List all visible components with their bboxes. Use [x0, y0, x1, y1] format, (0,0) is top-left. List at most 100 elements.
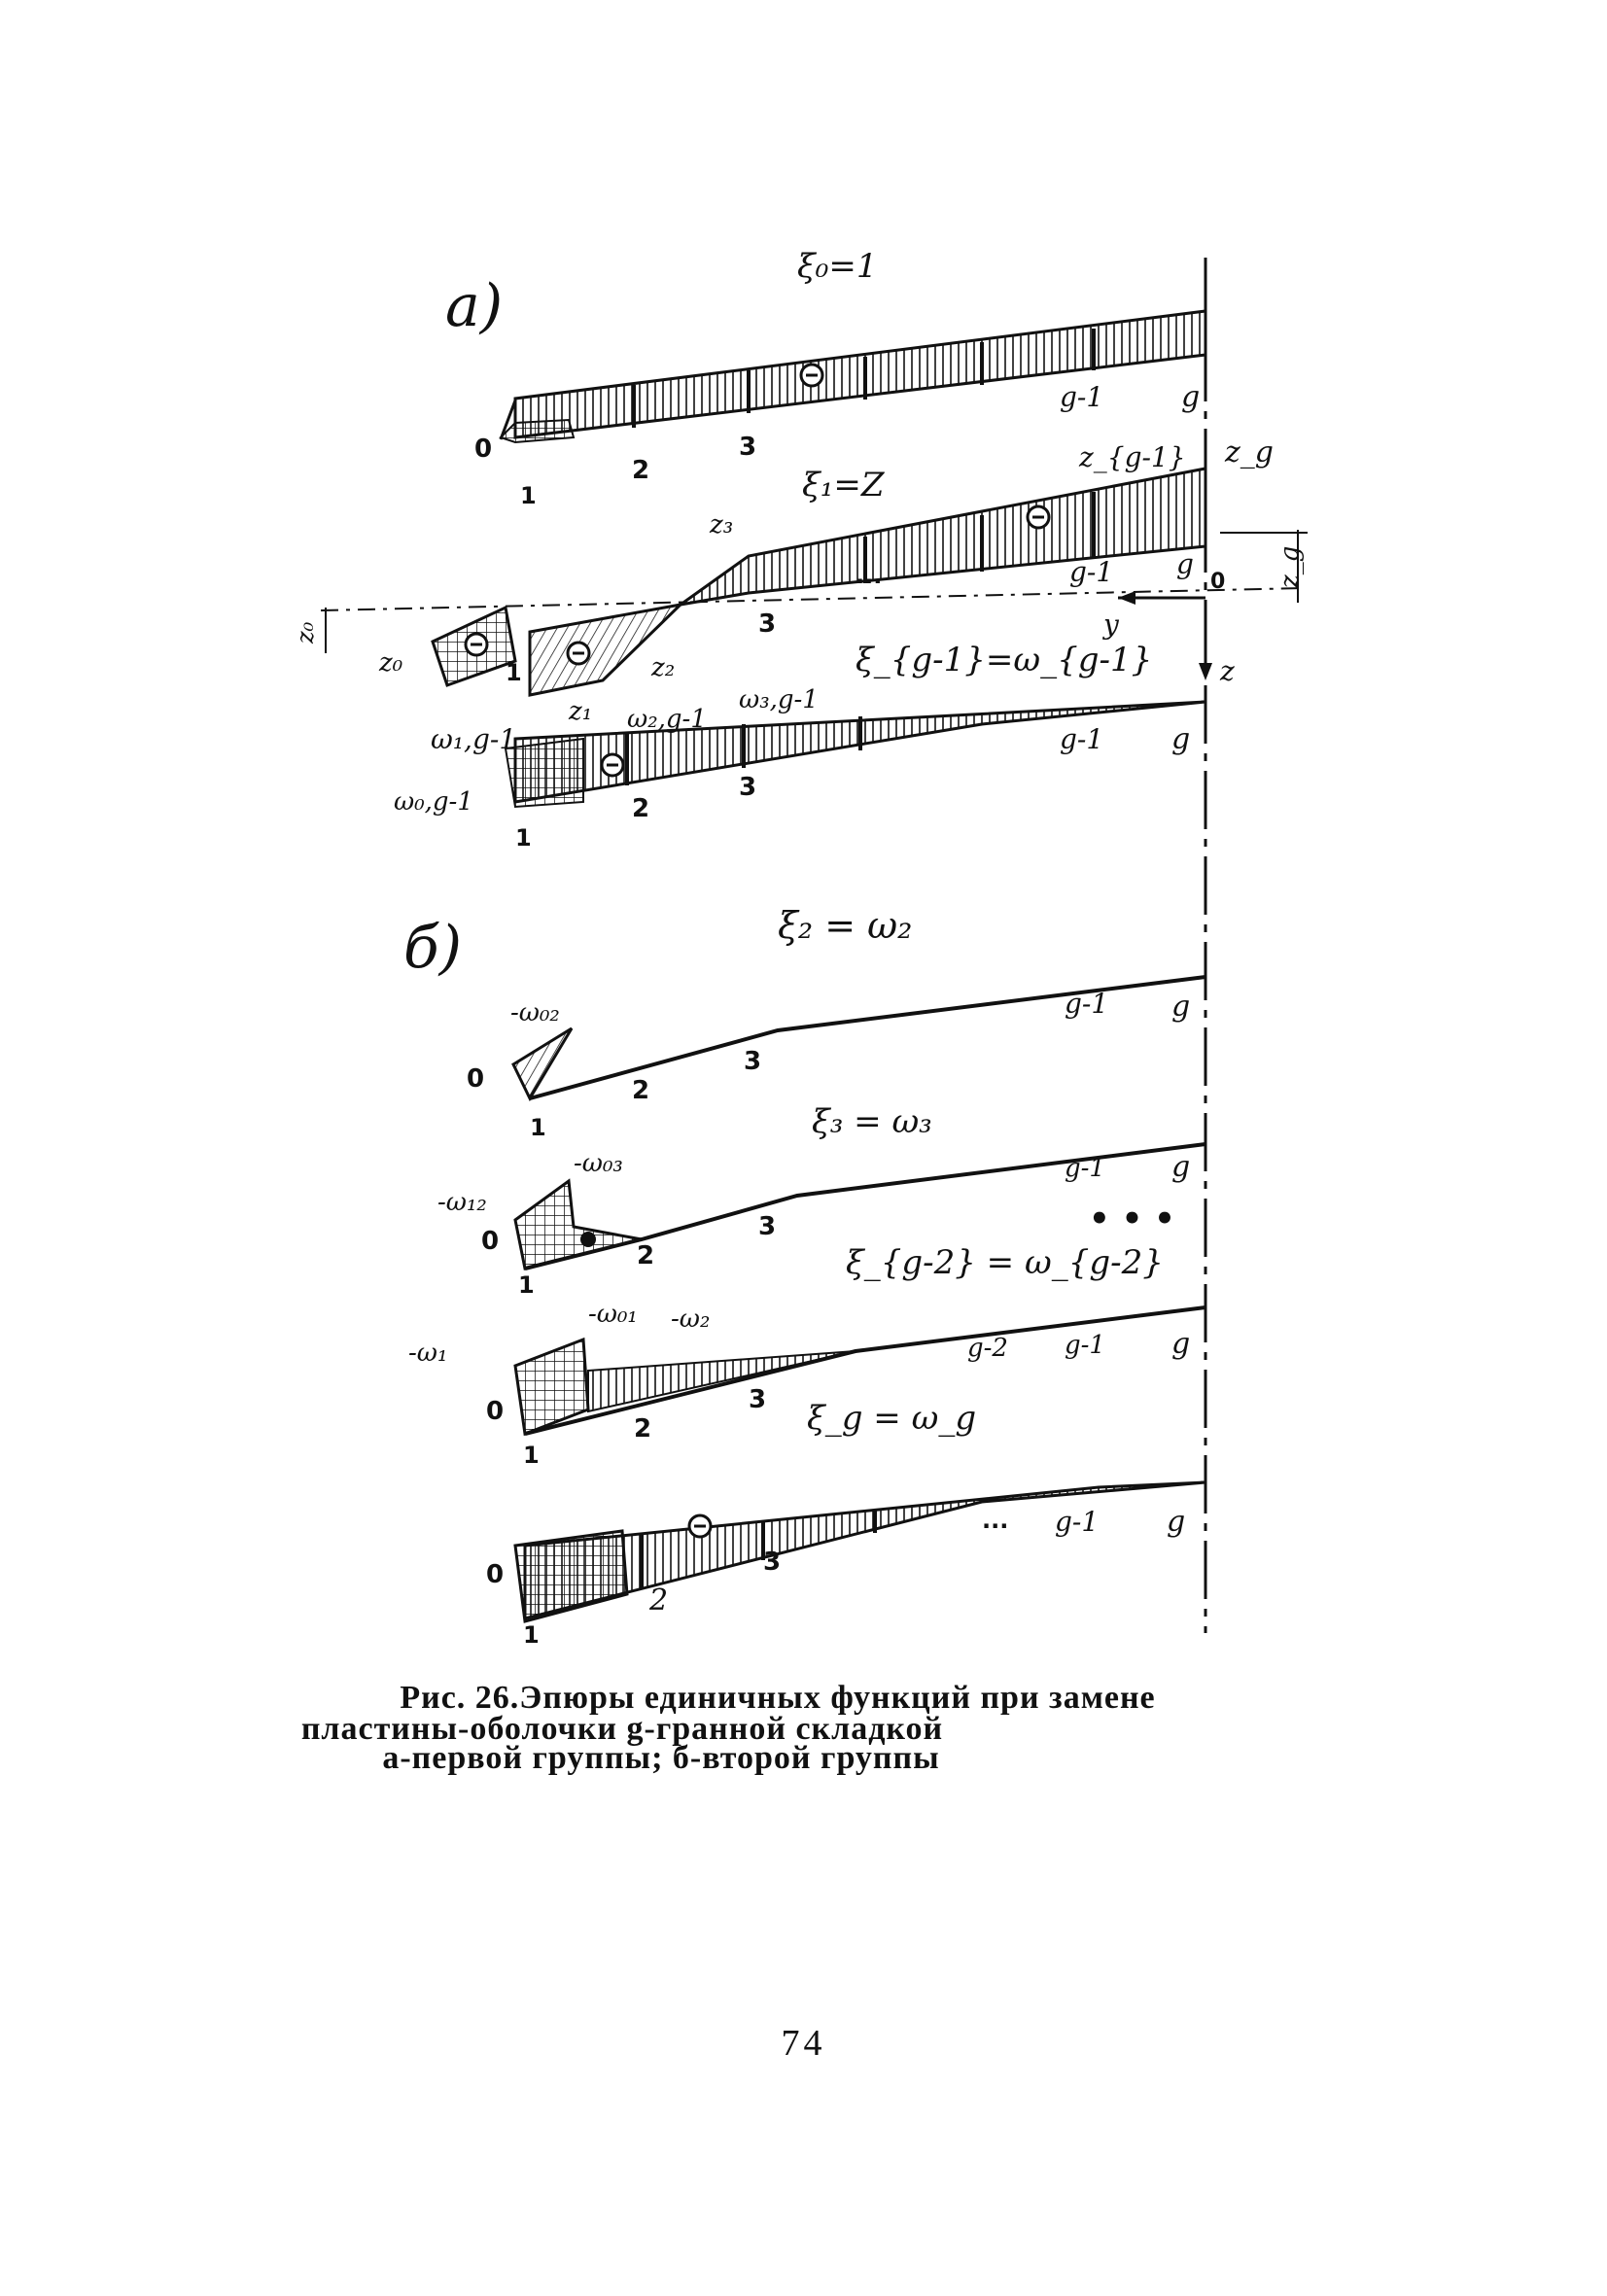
diagram-title: ξ₀=1: [797, 247, 877, 286]
diagram-stroke: [1118, 591, 1135, 605]
taper-band: [587, 1350, 856, 1413]
diagram-label: -ω₀₁: [588, 1300, 638, 1329]
diagram-stroke: [1199, 663, 1212, 680]
diagram-label: g: [1171, 990, 1190, 1024]
negative-band: [523, 1480, 1206, 1620]
panel-a-marker: a): [445, 272, 503, 340]
diagram-title: ξ_g = ω_g: [807, 1399, 976, 1438]
diagram-label: ...: [856, 562, 882, 589]
diagram-label: 1: [518, 1271, 535, 1299]
diagram-label: 2: [648, 1583, 668, 1618]
diagram-label: 0: [474, 435, 492, 464]
diagram-title: ξ₁=Z: [802, 466, 886, 504]
diagram-label: 0: [481, 1227, 499, 1256]
diagram-label: -ω₀₂: [510, 998, 560, 1027]
diagram-label: 0: [486, 1397, 504, 1426]
negative-band: [528, 602, 685, 697]
diagram-label: 1: [523, 1442, 540, 1469]
diagram-xi2: ξ₂ = ω₂ -ω₀₂ 0 1 2 3 g-1 g: [467, 904, 1206, 1141]
diagram-label: g-1: [1065, 1154, 1105, 1183]
end-fill: [513, 1529, 629, 1623]
diagram-title: ξ_{g-1}=ω_{g-1}: [856, 641, 1152, 679]
diagram-label: -ω₀₃: [574, 1149, 623, 1178]
diagram-label: z₁: [568, 697, 592, 726]
end-triangle: [511, 1026, 574, 1102]
diagram-label: 0: [486, 1560, 504, 1589]
diagram-label: 3: [758, 1212, 776, 1241]
diagram-label: 3: [763, 1548, 781, 1577]
diagram-xi3: ξ₃ = ω₃ -ω₀₃ -ω₁₂ 0 1 2 3 g-1 g • • •: [437, 1102, 1206, 1299]
diagram-xi1: ξ₁=Z z_{g-1} z₃ z₂ z₁ z₀ 1 3 g-1 g 0 y z…: [292, 441, 1308, 726]
diagram-label: 3: [744, 1047, 761, 1076]
diagram-label: 3: [739, 433, 756, 462]
page-number: 74: [781, 2023, 826, 2064]
diagram-label: g-2: [967, 1334, 1008, 1363]
positive-band: [680, 467, 1207, 607]
diagram-label: 0: [467, 1064, 484, 1094]
diagram-label: g-1: [1055, 1506, 1099, 1538]
corner-fill: [499, 418, 576, 444]
corner-fill: [504, 737, 584, 809]
diagram-xi-g: ξ_g = ω_g 0 1 2 3 g-1 g ...: [486, 1399, 1206, 1649]
diagram-label: 1: [520, 482, 537, 509]
diagram-label: ω₂,g-1: [627, 705, 707, 734]
diagram-label: g: [1181, 380, 1200, 414]
diagram-label: y: [1101, 609, 1120, 641]
diagram-label: z_{g-1}: [1078, 441, 1186, 473]
diagram-label: g-1: [1060, 381, 1103, 413]
segment-band: [513, 309, 1207, 439]
diagram-label: g-1: [1060, 723, 1103, 755]
minus-sign-icon: [580, 1232, 596, 1247]
diagram-label: 1: [515, 824, 532, 852]
figure-caption-line-1: Рис. 26.Эпюры единичных функций при заме…: [400, 1680, 1156, 1716]
diagram-label: 0: [1210, 570, 1225, 594]
diagram-label: z₀: [292, 621, 319, 644]
end-fill: [513, 1178, 643, 1270]
diagram-label: 1: [523, 1621, 540, 1649]
diagram-label: g-1: [1065, 1331, 1105, 1360]
diagram-label: 1: [506, 659, 522, 686]
diagram-label: ...: [982, 1507, 1008, 1534]
diagram-label: ω₁,g-1: [431, 723, 516, 755]
diagram-label: 3: [749, 1385, 766, 1414]
diagram-xi-g-1: ξ_{g-1}=ω_{g-1} ω₁,g-1 ω₂,g-1 ω₃,g-1 ω₀,…: [394, 641, 1206, 852]
figure-caption-line-3: а-первой группы; б-второй группы: [382, 1740, 940, 1776]
diagram-label: -ω₁: [408, 1339, 447, 1368]
diagram-label: 2: [632, 1076, 649, 1105]
figure-caption-line-2: пластины-оболочки g-гранной складкой: [300, 1711, 944, 1747]
diagram-label: g: [1167, 1505, 1185, 1539]
diagram-label: 1: [530, 1114, 546, 1141]
diagram-label: g-1: [1065, 988, 1108, 1020]
diagram-title: ξ_{g-2} = ω_{g-2}: [846, 1243, 1164, 1282]
diagram-label: 3: [739, 773, 756, 802]
diagram-stroke: [529, 975, 1206, 1100]
reference-line: [320, 587, 1304, 611]
diagram-label: z_g: [1275, 546, 1305, 589]
diagram-label: -ω₁₂: [437, 1188, 487, 1217]
diagram-xi0: ξ₀=1 0 1 2 3 g-1 g z_g: [474, 247, 1274, 509]
diagram-label: g-1: [1069, 556, 1113, 588]
diagram-xi-g-2: ξ_{g-2} = ω_{g-2} -ω₀₁ -ω₂ -ω₁ 0 1 2 3 g…: [408, 1243, 1206, 1469]
diagram-label: z₃: [709, 510, 733, 539]
diagram-label: g: [1171, 722, 1190, 756]
diagram-title: ξ₂ = ω₂: [778, 904, 912, 947]
diagram-label: 2: [632, 456, 649, 485]
diagram-label: ω₀,g-1: [394, 787, 473, 817]
diagram-label: g: [1171, 1150, 1190, 1184]
diagram-stroke: [499, 400, 517, 440]
diagram-title: ξ₃ = ω₃: [812, 1102, 932, 1141]
diagram-label: 2: [634, 1414, 651, 1444]
diagram-label: z: [1219, 655, 1235, 687]
diagram-label: -ω₂: [671, 1305, 710, 1334]
diagram-label: g: [1176, 548, 1194, 580]
panel-b-marker: б): [403, 914, 462, 982]
diagram-label: ω₃,g-1: [739, 685, 819, 714]
diagram-label: z_g: [1224, 435, 1274, 470]
continuation-dots: • • •: [1089, 1200, 1175, 1238]
diagram-label: g: [1171, 1327, 1190, 1361]
diagram-label: 2: [637, 1241, 654, 1270]
diagram-label: 2: [632, 794, 649, 823]
diagram-label: z₀: [378, 648, 403, 678]
diagram-label: z₂: [650, 653, 675, 682]
